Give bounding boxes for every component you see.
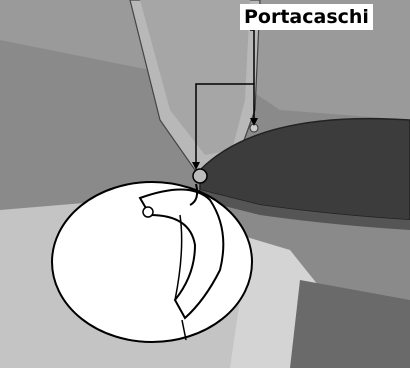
helmet-hook-left [193, 169, 207, 183]
helmet-visor-pivot [143, 207, 153, 217]
portacaschi-label: Portacaschi [240, 4, 373, 30]
